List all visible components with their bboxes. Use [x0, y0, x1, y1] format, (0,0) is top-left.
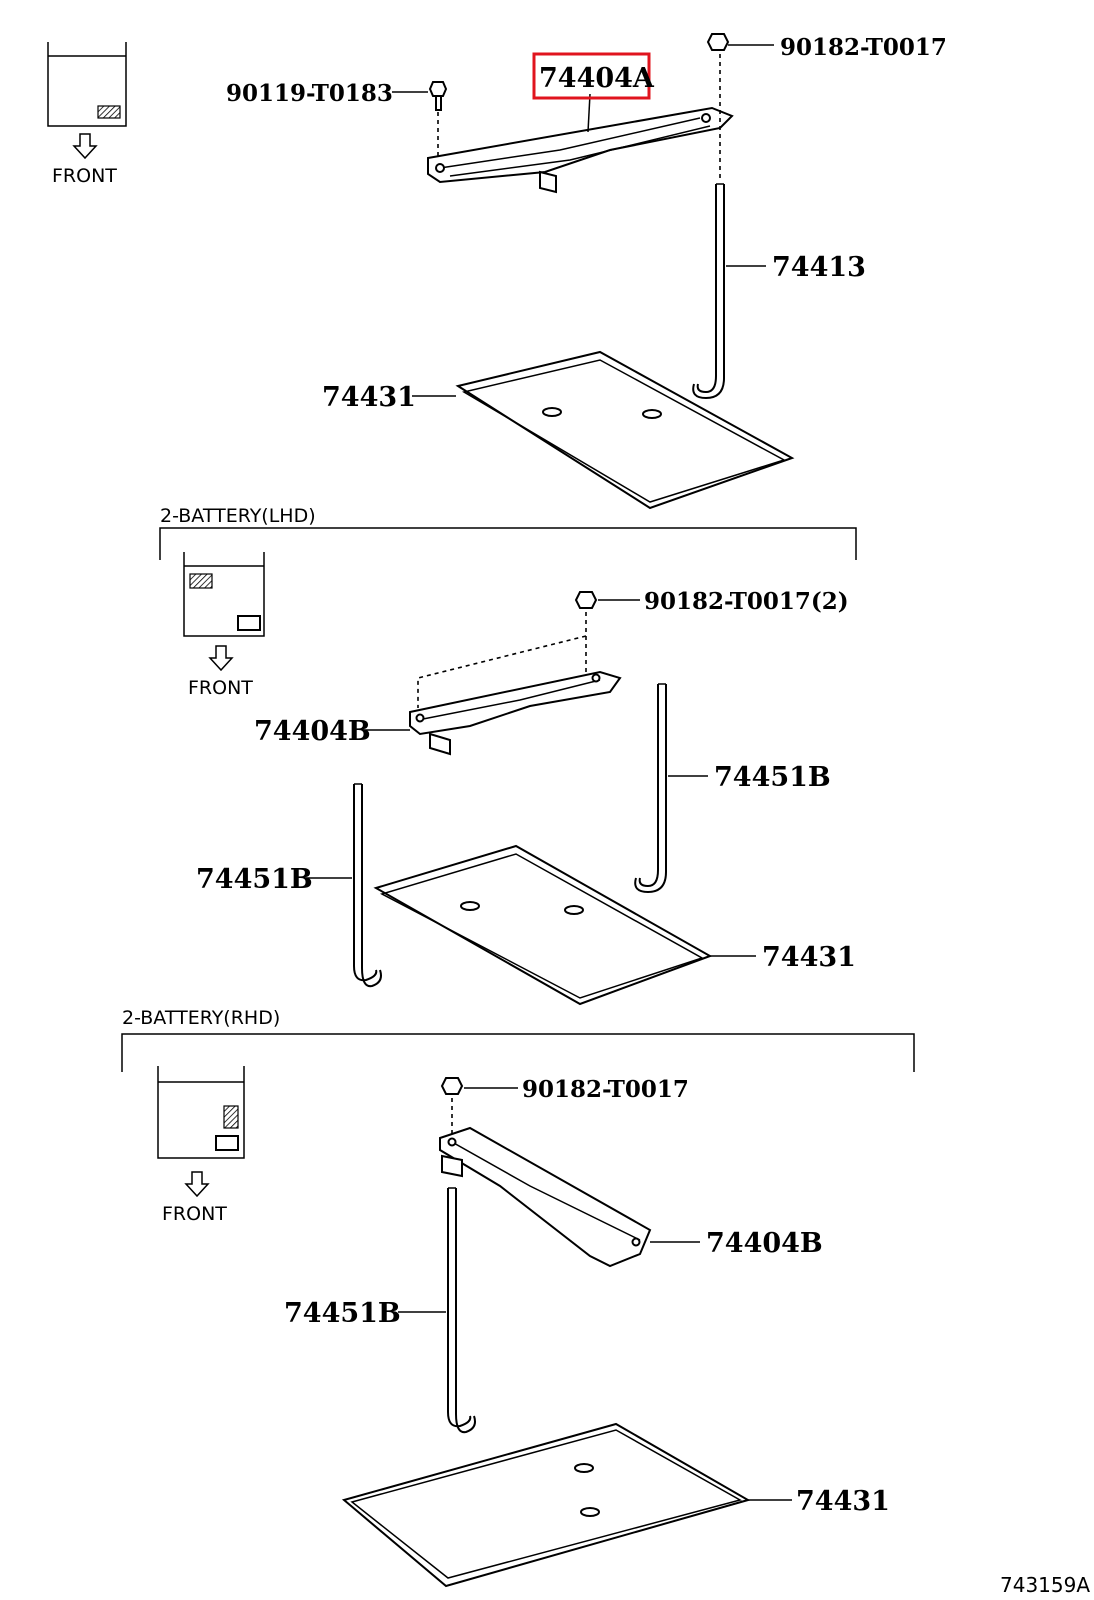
nut-icon	[574, 591, 598, 609]
callout-rod-right: 74451B	[714, 762, 831, 793]
highlight-box	[532, 52, 651, 100]
figure-id: 743159A	[1000, 1573, 1090, 1597]
section-title: 2-BATTERY(LHD)	[160, 505, 316, 527]
callout-clamp: 74404B	[706, 1228, 823, 1259]
section-lhd: 2-BATTERY(LHD) FRONT 90182-T0017(2)	[159, 505, 857, 1006]
front-label: FRONT	[162, 1203, 227, 1225]
hook-rod-part	[692, 183, 725, 400]
battery-clamp-part	[409, 670, 622, 756]
front-arrow-icon	[208, 645, 234, 672]
section-rhd: 2-BATTERY(RHD) FRONT 90182-T0017 74404	[121, 1007, 915, 1588]
bolt-icon	[428, 81, 448, 111]
battery-location-icon	[183, 552, 265, 637]
hook-rod-part	[447, 1187, 476, 1434]
callout-rod: 74451B	[284, 1298, 401, 1329]
battery-location-icon	[47, 42, 127, 127]
hook-rod-part	[353, 783, 382, 988]
front-label: FRONT	[188, 677, 253, 699]
callout-tray: 74431	[322, 382, 416, 413]
battery-location-icon	[157, 1066, 245, 1159]
callout-nut: 90182-T0017	[780, 34, 947, 61]
callout-clamp: 74404B	[254, 716, 371, 747]
front-arrow-icon	[184, 1171, 210, 1198]
battery-tray-part	[373, 844, 713, 1006]
battery-tray-part	[455, 350, 795, 510]
callout-rod-left: 74451B	[196, 864, 313, 895]
nut-icon	[706, 33, 730, 51]
front-arrow-icon	[72, 133, 98, 160]
callout-clamp-highlighted: 74404A	[539, 63, 655, 94]
battery-tray-part	[341, 1422, 751, 1588]
hook-rod-part	[634, 683, 667, 894]
callout-bolt: 90119-T0183	[226, 80, 393, 107]
section-title: 2-BATTERY(RHD)	[122, 1007, 280, 1029]
section-standard: FRONT 90119-T0183 74404A 90182-T0017	[47, 33, 947, 510]
front-label: FRONT	[52, 165, 117, 187]
callout-tray: 74431	[796, 1486, 890, 1517]
callout-rod: 74413	[772, 252, 866, 283]
callout-tray: 74431	[762, 942, 856, 973]
callout-nut: 90182-T0017(2)	[644, 588, 849, 615]
battery-clamp-part	[427, 106, 734, 194]
callout-nut: 90182-T0017	[522, 1076, 689, 1103]
nut-icon	[440, 1077, 464, 1095]
battery-clamp-part	[439, 1126, 652, 1268]
